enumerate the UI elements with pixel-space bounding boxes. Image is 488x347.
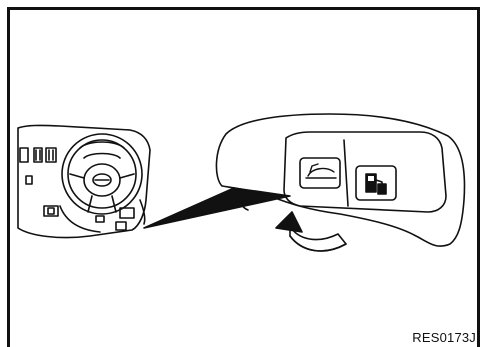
curved-arrow-up-icon (275, 211, 347, 252)
figure-reference-code: RES0173J (412, 330, 476, 345)
frame-top-border (7, 7, 480, 10)
trunk-switch (299, 157, 341, 189)
switch-panel-closeup (215, 113, 466, 247)
trunk-open-icon (305, 163, 337, 179)
vent-icon (33, 147, 43, 163)
vent-icon (19, 147, 29, 163)
dashboard-view (17, 124, 151, 239)
vent-icon (45, 147, 57, 163)
steering-wheel-icon (61, 133, 143, 215)
frame-left-border (7, 7, 10, 347)
fuel-door-switch (355, 165, 397, 201)
frame-right-border (477, 7, 480, 347)
projection-wedge (143, 187, 291, 229)
fuel-door-icon (365, 173, 387, 195)
